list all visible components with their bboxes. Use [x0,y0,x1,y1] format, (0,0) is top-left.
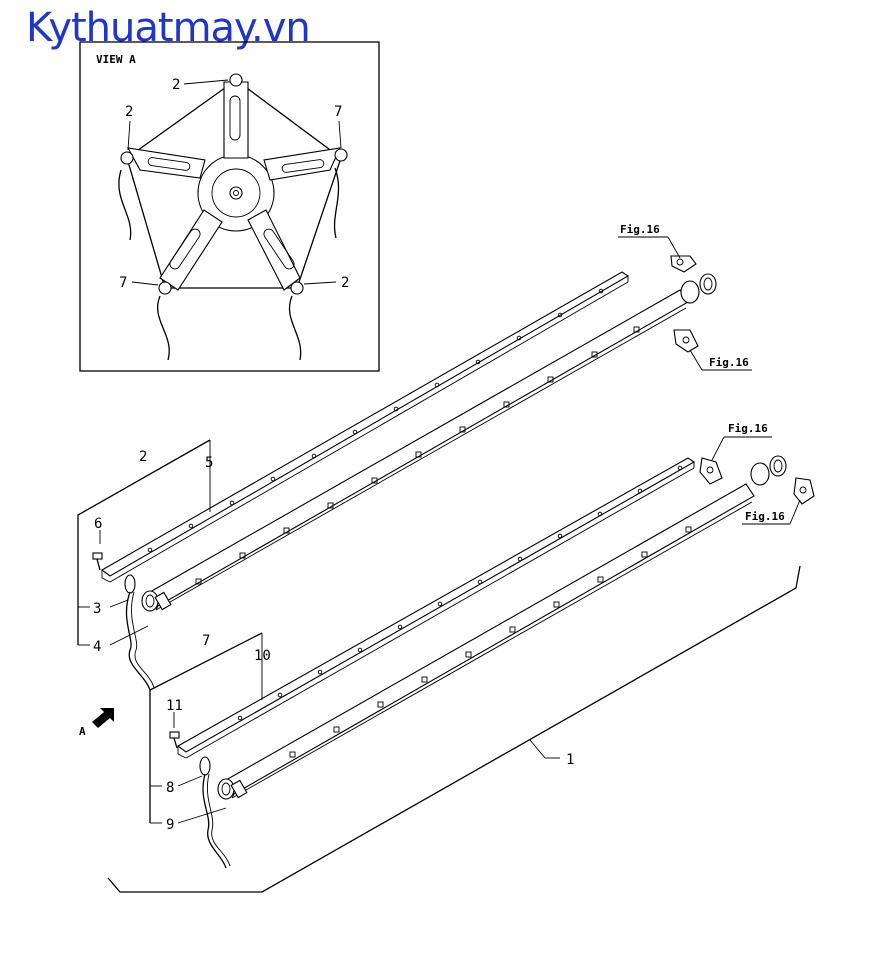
callout-11: 11 [166,698,183,714]
upper-assembly [92,255,717,691]
inset-frame [79,41,380,372]
fig-ref-lower-top: Fig.16 [728,422,768,435]
callout-7: 7 [202,633,210,649]
callout-9: 9 [166,817,174,833]
view-a-callout-2-left: 2 [125,104,133,120]
pipe-lower [217,455,787,800]
inset-title: VIEW A [96,53,136,66]
callout-3: 3 [93,601,101,617]
figure-references: Fig.16 Fig.16 Fig.16 Fig.16 [620,223,785,523]
channel-rail-lower [176,457,696,759]
view-a-callout-7-left: 7 [119,275,127,291]
tension-lines [126,79,342,289]
watermark-logo: Kythuatmay.vn [26,5,311,51]
callout-2: 2 [139,449,147,465]
callout-1: 1 [566,752,574,768]
callout-6: 6 [94,516,102,532]
view-a-arrow: A [79,708,114,738]
bolt-upper [92,552,103,571]
channel-rail-upper [101,271,630,583]
fig-ref-upper-bottom: Fig.16 [709,356,749,369]
fig-ref-lower-bottom: Fig.16 [745,510,785,523]
pipe-upper [141,273,717,612]
view-a-callout-7-right: 7 [334,104,342,120]
view-a-callout-2-top: 2 [172,77,180,93]
arm-tip-bolts [120,73,348,295]
view-arrow-label: A [79,725,86,738]
callout-5: 5 [205,455,213,471]
callout-10: 10 [254,648,271,664]
lower-assembly [169,455,815,869]
hub-arms [126,81,341,291]
callout-4: 4 [93,639,101,655]
hose-lower [199,756,231,869]
upper-end-brackets [670,255,699,353]
group-bracket-lines [77,439,801,893]
callout-8: 8 [166,780,174,796]
view-a-inset: VIEW A [79,41,380,372]
view-a-callouts: 2 2 7 7 2 [119,77,349,291]
bolt-lower [169,731,180,749]
hanging-cables [118,167,340,361]
callout-numbers: 1 2 3 4 5 6 7 8 9 10 11 [93,449,574,833]
view-a-callout-2-right: 2 [341,275,349,291]
leader-lines [109,236,801,824]
hose-upper [124,574,155,691]
lower-end-brackets [699,457,815,505]
fig-ref-upper-top: Fig.16 [620,223,660,236]
